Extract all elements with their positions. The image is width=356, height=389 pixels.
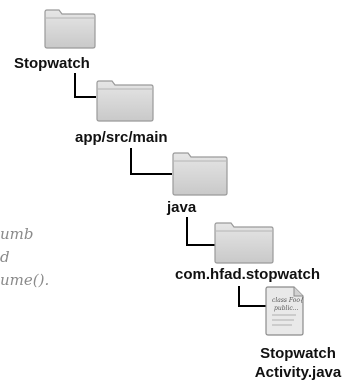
file-thumbnail-line: public... bbox=[274, 305, 299, 312]
file-label-line2: Activity.java bbox=[254, 364, 342, 381]
folder-icon bbox=[96, 80, 154, 122]
folder-icon bbox=[214, 222, 274, 264]
tree-connector bbox=[130, 148, 172, 175]
folder-icon bbox=[44, 9, 96, 49]
side-note-line: ume(). bbox=[0, 271, 50, 289]
tree-connector bbox=[238, 286, 266, 307]
java-file-icon: class Foo{ public... bbox=[265, 286, 304, 336]
folder-label-stopwatch: Stopwatch bbox=[14, 55, 90, 72]
folder-label-java: java bbox=[167, 199, 197, 216]
folder-icon bbox=[172, 152, 228, 196]
folder-label-app-src-main: app/src/main bbox=[75, 129, 168, 146]
tree-connector bbox=[186, 217, 216, 246]
folder-label-com-hfad-stopwatch: com.hfad.stopwatch bbox=[175, 266, 321, 283]
file-label-stopwatch-activity: Stopwatch Activity.java bbox=[243, 344, 353, 382]
file-thumbnail-line: class Foo{ bbox=[272, 297, 304, 304]
tree-connector bbox=[74, 73, 96, 98]
file-label-line1: Stopwatch bbox=[260, 345, 336, 362]
side-note-line: d bbox=[0, 248, 10, 266]
side-note-line: umb bbox=[0, 225, 34, 243]
